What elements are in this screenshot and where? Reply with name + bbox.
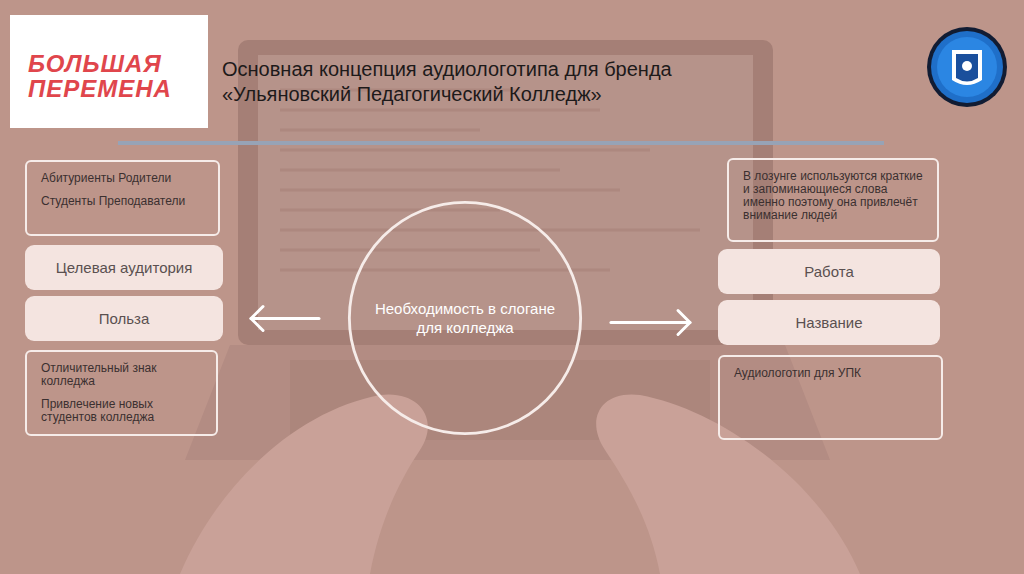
center-circle: Необходимость в слогане для колледжа <box>347 200 583 436</box>
slide-title: Основная концепция аудиологотипа для бре… <box>222 57 782 107</box>
node-text: В лозунге используются краткие и запомин… <box>743 170 923 222</box>
node-text: Аудиологотип для УПК <box>734 367 927 380</box>
node-text: Работа <box>804 263 854 280</box>
arrow-connector <box>611 311 690 335</box>
text-stack: В лозунге используются краткие и запомин… <box>743 170 923 222</box>
logo-box: БОЛЬШАЯ ПЕРЕМЕНА <box>10 15 208 128</box>
label-box: Название <box>718 300 940 345</box>
label-box: Работа <box>718 249 940 294</box>
arrow-connector <box>251 307 319 331</box>
node-text: Абитуриенты Родители <box>41 172 204 185</box>
text-stack: Аудиологотип для УПК <box>734 367 927 380</box>
label-box: Целевая аудитория <box>25 245 223 290</box>
text-box: Аудиологотип для УПК <box>718 355 943 440</box>
node-text: БОЛЬШАЯ ПЕРЕМЕНА <box>28 51 178 101</box>
node-text: Привлечение новых студентов колледжа <box>41 398 202 424</box>
node-text: Польза <box>99 310 150 327</box>
node-text: Необходимость в слогане для колледжа <box>367 299 563 338</box>
node-text: Название <box>795 314 862 331</box>
text-box: Абитуриенты РодителиСтуденты Преподавате… <box>25 160 220 236</box>
circle-outline <box>347 200 583 436</box>
text-stack: Абитуриенты РодителиСтуденты Преподавате… <box>41 172 204 208</box>
text-stack: БОЛЬШАЯ ПЕРЕМЕНА <box>28 51 194 101</box>
text-stack: Отличительный знак колледжаПривлечение н… <box>41 362 202 424</box>
label-box: Польза <box>25 296 223 341</box>
node-text: Студенты Преподаватели <box>41 195 204 208</box>
node-text: Целевая аудитория <box>56 259 193 276</box>
node-text: Отличительный знак колледжа <box>41 362 202 388</box>
text-box: Отличительный знак колледжаПривлечение н… <box>25 350 218 436</box>
text-box: В лозунге используются краткие и запомин… <box>727 158 939 242</box>
